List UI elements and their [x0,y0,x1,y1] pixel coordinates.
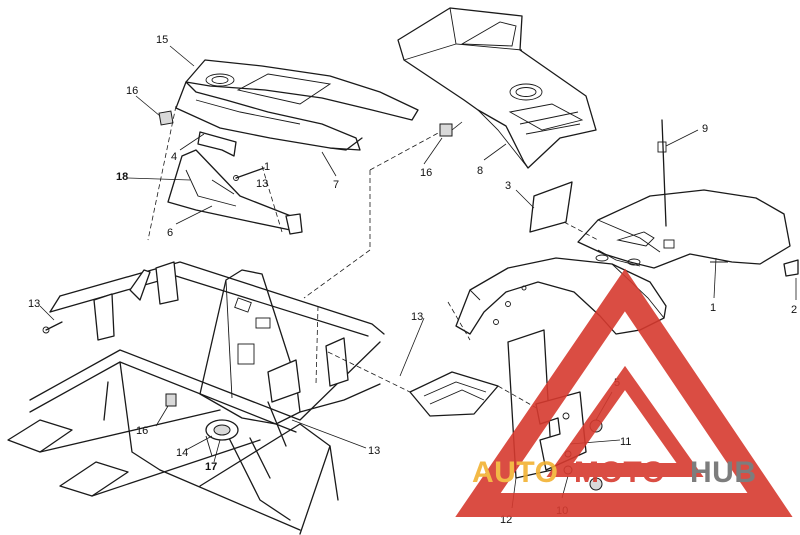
console-housing [397,7,597,169]
screw-13a [233,167,265,181]
callout-2: 2 [791,304,797,316]
watermark-hub: HUB [690,456,757,489]
callout-17: 17 [205,461,217,473]
callout-9: 9 [702,123,708,135]
watermark-moto: MOTO [574,456,665,489]
chassis-frame [7,261,385,535]
rear-fender-upper [577,189,791,269]
callout-13-mid: 13 [411,311,423,323]
assembly-guide-lines [147,105,599,411]
bracket-4 [197,131,237,157]
callout-13-left: 13 [28,298,40,310]
callout-13-low: 13 [368,445,380,457]
mudflap-2 [783,259,799,300]
callout-4: 4 [171,151,177,163]
leader-lines [39,45,717,463]
callout-11: 11 [620,436,631,448]
decal-3 [529,181,573,233]
clip-16-left [158,110,174,126]
bolt-13-left [42,321,63,334]
callout-1-right: 1 [710,302,716,314]
callout-7: 7 [333,179,339,191]
callout-18: 18 [116,171,128,183]
callout-1: 1 [264,161,270,173]
callout-16: 16 [126,85,138,97]
callout-16-low: 16 [136,425,148,437]
callout-8: 8 [477,165,483,177]
watermark-auto: AUTO [472,456,558,489]
callout-3: 3 [505,180,511,192]
callout-15: 15 [156,34,168,46]
lower-brace [167,149,303,235]
clip-16-mid [439,121,463,137]
watermark-logo: AUTO MOTO HUB [455,268,793,517]
callout-13: 13 [256,178,268,190]
callout-14: 14 [176,447,188,459]
bolt-9 [657,119,699,227]
callout-6: 6 [167,227,173,239]
front-cowl-panel [175,59,419,151]
footrest-plate [409,371,499,417]
callout-16-mid: 16 [420,167,432,179]
